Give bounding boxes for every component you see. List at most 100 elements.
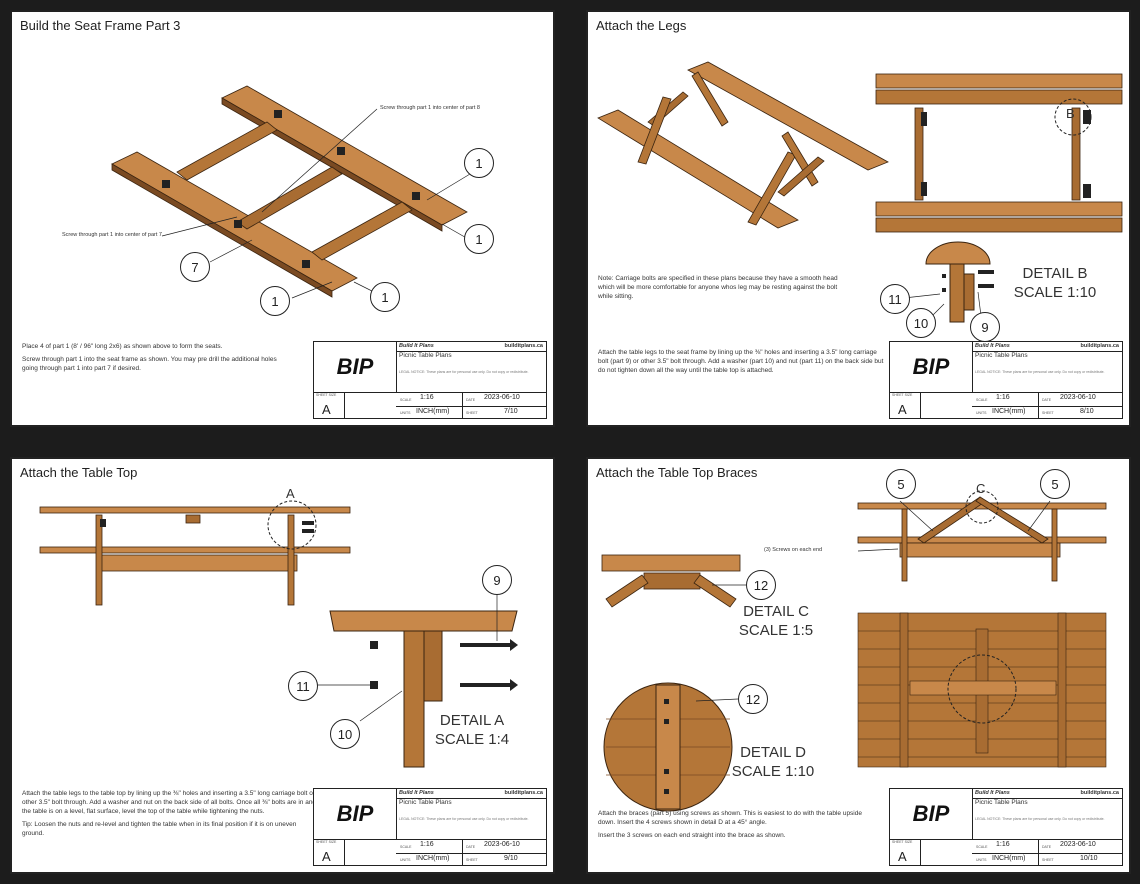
date-value: 2023-06-10 (1060, 394, 1096, 401)
sheet-label: SHEET (466, 858, 478, 862)
detail-scale: SCALE 1:10 (731, 763, 815, 780)
logo: BIP (890, 789, 973, 840)
scale-label: SCALE (976, 398, 988, 402)
project-name: Picnic Table Plans (975, 799, 1028, 806)
sheet-value: 10/10 (1080, 855, 1098, 862)
detail-scale: SCALE 1:4 (434, 731, 510, 748)
scale-value: 1:16 (420, 841, 434, 848)
copyright-notice: LEGAL NOTICE: These plans are for person… (975, 370, 1105, 374)
detail-marker-b: B (1066, 106, 1075, 121)
instruction-text: Place 4 of part 1 (8' / 96" long 2x6) as… (22, 343, 223, 350)
panel-attach-legs: Attach the Legs (586, 10, 1131, 427)
note-carriage-bolts: Note: Carriage bolts are specified in th… (598, 275, 838, 300)
website: builditplans.ca (1080, 790, 1119, 796)
brand-name: Build It Plans (399, 343, 434, 349)
sheet-label: SHEET (466, 411, 478, 415)
scale-value: 1:16 (996, 394, 1010, 401)
date-value: 2023-06-10 (484, 394, 520, 401)
website: builditplans.ca (1080, 343, 1119, 349)
copyright-notice: LEGAL NOTICE: These plans are for person… (975, 817, 1105, 821)
title-block: BIP Build It Plans builditplans.ca Picni… (889, 788, 1123, 866)
size-label: SHEET SIZE (892, 393, 913, 397)
size-label: SHEET SIZE (316, 393, 337, 397)
panel-seat-frame: Build the Seat Frame Part 3 Scr (10, 10, 555, 427)
scale-value: 1:16 (996, 841, 1010, 848)
detail-title: DETAIL D (740, 744, 806, 761)
detail-scale: SCALE 1:5 (738, 622, 814, 639)
part-bubble: 1 (464, 224, 494, 254)
scale-label: SCALE (400, 845, 412, 849)
tip-text: Tip: Loosen the nuts and re-level and ti… (22, 821, 297, 837)
part-bubble: 5 (886, 469, 916, 499)
sheet-value: 8/10 (1080, 408, 1094, 415)
part-bubble: 5 (1040, 469, 1070, 499)
scale-label: SCALE (976, 845, 988, 849)
panel-title: Attach the Legs (596, 18, 687, 33)
units-label: UNITS (400, 858, 411, 862)
units-value: INCH(mm) (416, 855, 450, 862)
project-name: Picnic Table Plans (399, 799, 452, 806)
units-value: INCH(mm) (992, 408, 1026, 415)
detail-b-label: DETAIL B SCALE 1:10 (1000, 264, 1110, 302)
instruction-text: Attach the braces (part 5) using screws … (598, 810, 862, 826)
size-value: A (898, 849, 907, 864)
part-bubble: 1 (464, 148, 494, 178)
date-value: 2023-06-10 (1060, 841, 1096, 848)
instructions: Attach the braces (part 5) using screws … (598, 809, 878, 844)
date-label: DATE (466, 398, 476, 402)
project-name: Picnic Table Plans (399, 352, 452, 359)
date-value: 2023-06-10 (484, 841, 520, 848)
size-value: A (898, 402, 907, 417)
title-block: BIP Build It Plans builditplans.ca Picni… (889, 341, 1123, 419)
part-bubble: 9 (482, 565, 512, 595)
project-name: Picnic Table Plans (975, 352, 1028, 359)
copyright-notice: LEGAL NOTICE: These plans are for person… (399, 370, 529, 374)
part-bubble: 10 (330, 719, 360, 749)
part-bubble: 11 (880, 284, 910, 314)
size-label: SHEET SIZE (316, 840, 337, 844)
part-bubble: 1 (370, 282, 400, 312)
detail-scale: SCALE 1:10 (1013, 284, 1097, 301)
callout-screws-each-end: (3) Screws on each end (764, 547, 823, 553)
units-label: UNITS (400, 411, 411, 415)
callout-screw-part8: Screw through part 1 into center of part… (380, 105, 480, 111)
brand-name: Build It Plans (975, 343, 1010, 349)
part-bubble: 10 (906, 308, 936, 338)
size-value: A (322, 849, 331, 864)
detail-d-label: DETAIL D SCALE 1:10 (723, 743, 823, 781)
brand-name: Build It Plans (399, 790, 434, 796)
sheet-label: SHEET (1042, 858, 1054, 862)
instructions: Attach the table legs to the table top b… (22, 789, 317, 842)
instructions: Place 4 of part 1 (8' / 96" long 2x6) as… (22, 342, 277, 377)
callout-screw-part7: Screw through part 1 into center of part… (62, 232, 162, 238)
panel-title: Attach the Table Top Braces (596, 465, 758, 480)
sheet-label: SHEET (1042, 411, 1054, 415)
brand-name: Build It Plans (975, 790, 1010, 796)
website: builditplans.ca (504, 790, 543, 796)
part-bubble: 12 (738, 684, 768, 714)
units-value: INCH(mm) (992, 855, 1026, 862)
scale-label: SCALE (400, 398, 412, 402)
detail-c-label: DETAIL C SCALE 1:5 (726, 602, 826, 640)
units-label: UNITS (976, 858, 987, 862)
instruction-text: Attach the table legs to the table top b… (22, 790, 317, 815)
title-block: BIP Build It Plans builditplans.ca Picni… (313, 788, 547, 866)
detail-title: DETAIL A (439, 712, 505, 729)
part-bubble: 12 (746, 570, 776, 600)
braces-drawing (601, 490, 1107, 812)
sheet-value: 9/10 (504, 855, 518, 862)
panel-table-top-braces: Attach the Table Top Braces (586, 457, 1131, 874)
part-bubble: 9 (970, 312, 1000, 342)
panel-title: Attach the Table Top (20, 465, 138, 480)
instruction-text: Attach the table legs to the seat frame … (598, 349, 884, 374)
size-value: A (322, 402, 331, 417)
detail-marker-c: C (976, 481, 986, 496)
copyright-notice: LEGAL NOTICE: These plans are for person… (399, 817, 529, 821)
units-value: INCH(mm) (416, 408, 450, 415)
logo: BIP (314, 342, 397, 393)
logo: BIP (890, 342, 973, 393)
detail-title: DETAIL C (743, 603, 809, 620)
date-label: DATE (1042, 398, 1052, 402)
legs-drawing (597, 61, 1123, 325)
part-bubble: 11 (288, 671, 318, 701)
